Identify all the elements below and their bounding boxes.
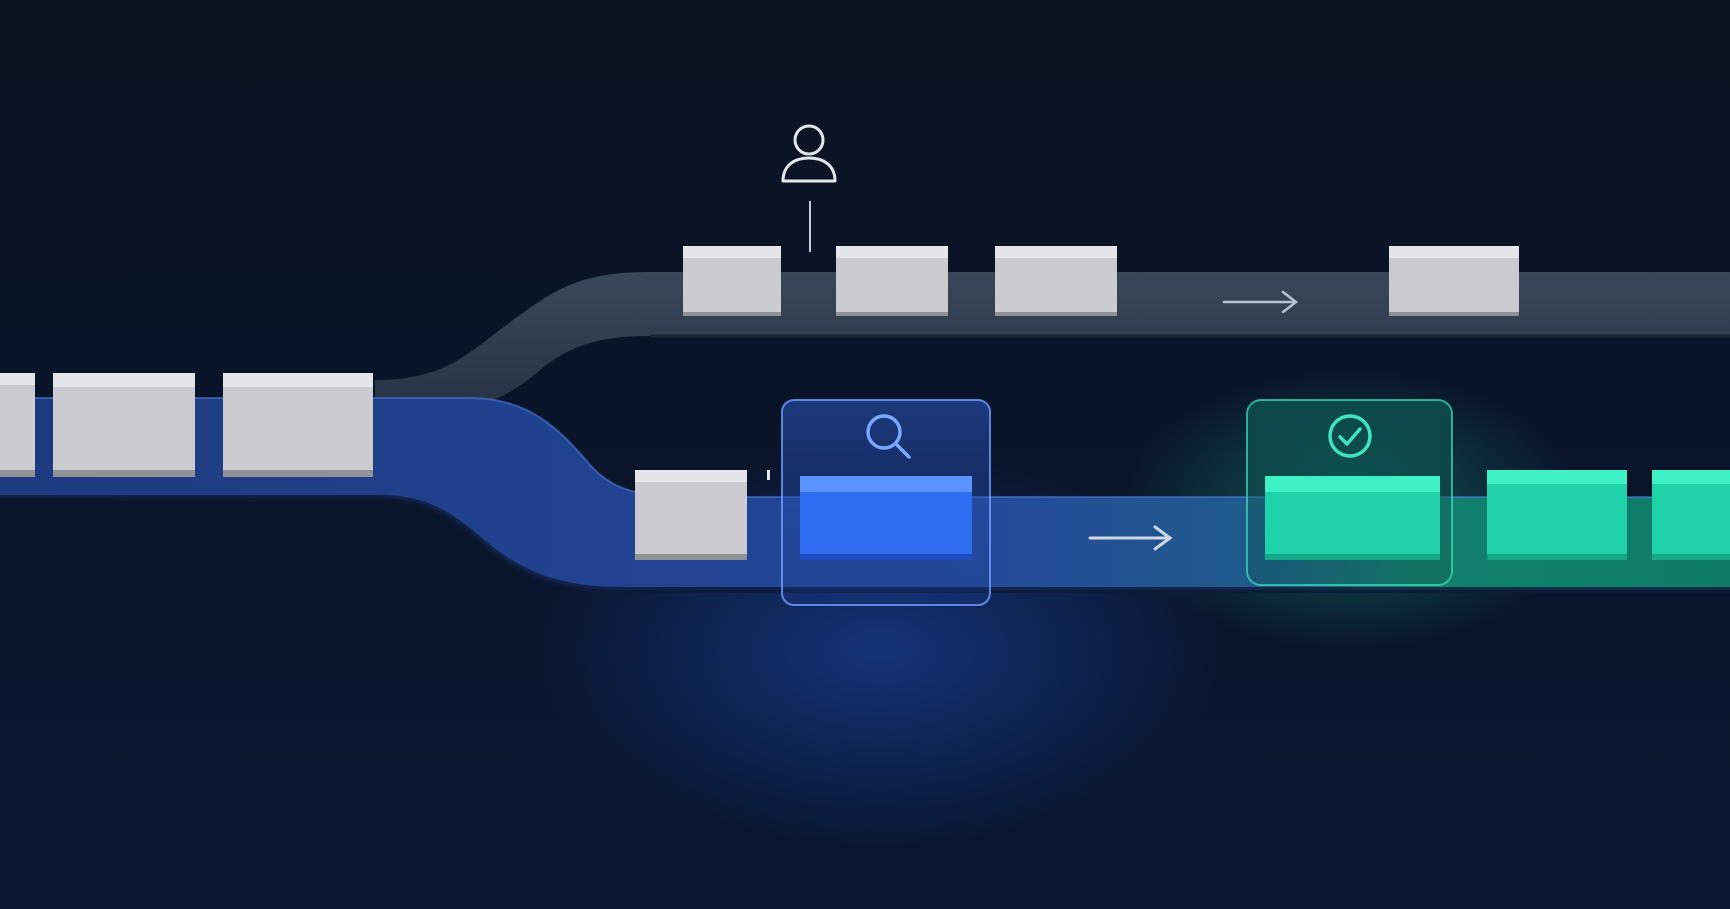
arrow-right-icon (1222, 290, 1299, 314)
package-box (1389, 246, 1519, 316)
small-marker (767, 470, 770, 480)
package-box (836, 246, 948, 316)
package-box (1487, 470, 1627, 560)
package-box (995, 246, 1117, 316)
package-box (1652, 470, 1730, 560)
inspection-station (781, 399, 991, 606)
package-box (0, 373, 35, 477)
approval-station (1246, 399, 1453, 586)
approved-boxes (1487, 470, 1730, 560)
arrow-right-icon (1088, 525, 1173, 551)
check-circle-icon (1328, 414, 1372, 458)
package-box (635, 470, 747, 560)
package-box (53, 373, 195, 477)
package-box (683, 246, 781, 316)
upper-lane-boxes (683, 246, 1519, 316)
package-box (223, 373, 373, 477)
magnifier-icon (866, 414, 911, 459)
incoming-boxes (0, 373, 373, 477)
person-icon (781, 124, 837, 183)
